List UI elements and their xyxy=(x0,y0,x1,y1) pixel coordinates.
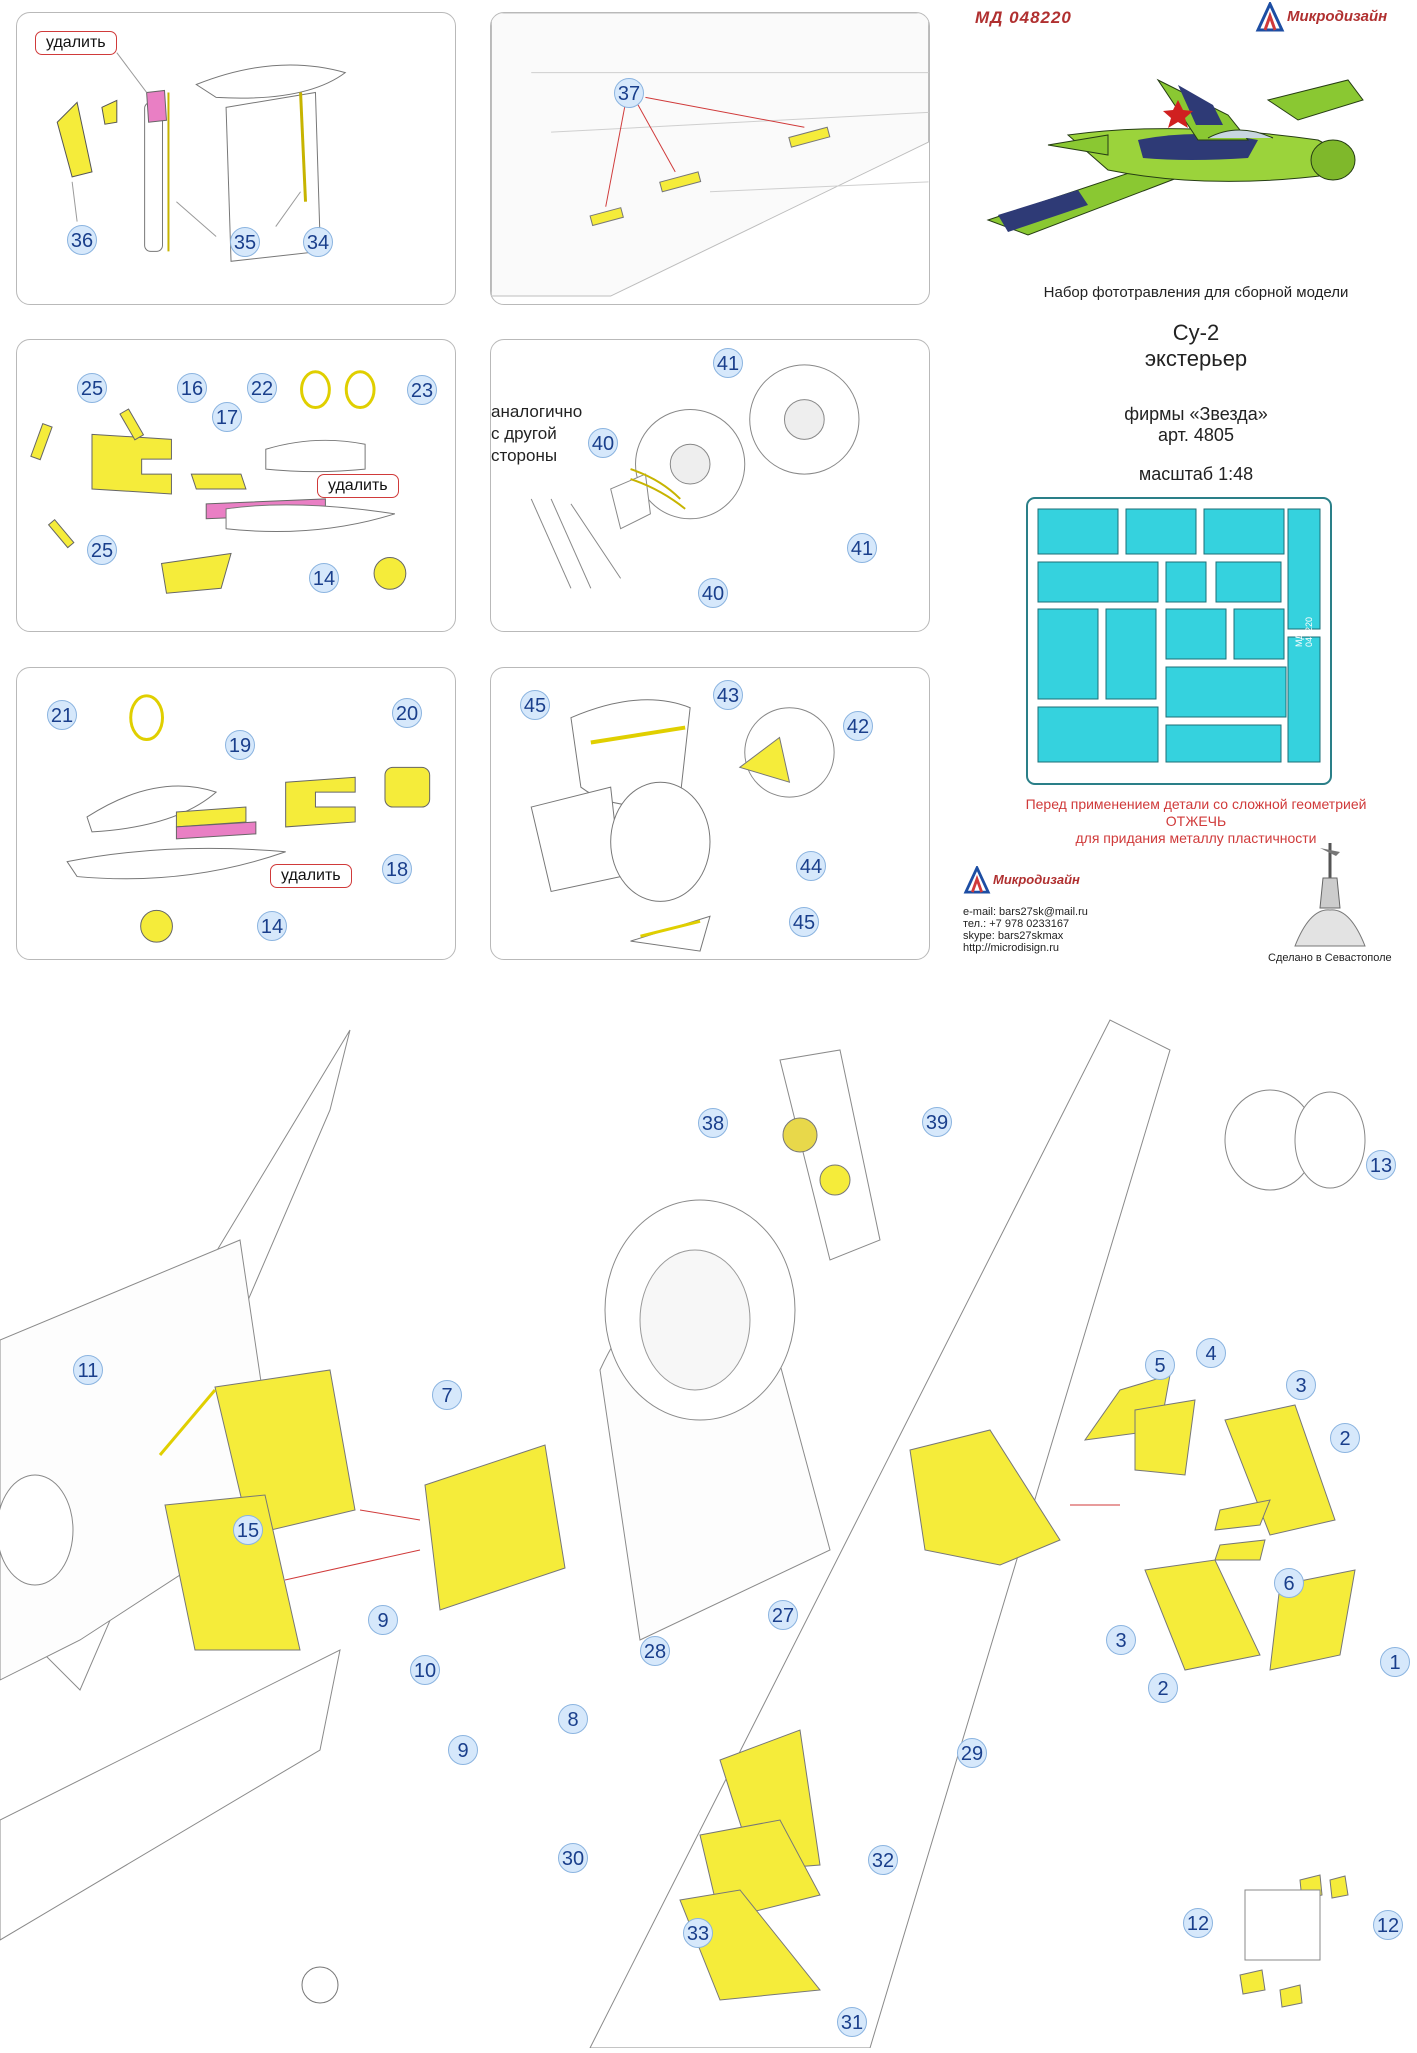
callout-38: 38 xyxy=(698,1108,728,1138)
callout-7: 7 xyxy=(432,1380,462,1410)
contacts-block: Микродизайн e-mail: bars27sk@mail.ru тел… xyxy=(963,866,1223,962)
kit-scale: масштаб 1:48 xyxy=(1138,464,1254,484)
note-line-3: стороны xyxy=(491,446,558,465)
contact-email[interactable]: e-mail: bars27sk@mail.ru xyxy=(963,906,1088,918)
made-in-text: Сделано в Севастополе xyxy=(1268,952,1392,964)
callout-20: 20 xyxy=(392,698,422,728)
panel-2-drawing xyxy=(491,13,929,297)
callout-28: 28 xyxy=(640,1636,670,1666)
panel-parts-34-36: удалить 36 35 34 xyxy=(16,12,456,305)
fret-drawing xyxy=(1026,497,1332,785)
callout-2-top: 2 xyxy=(1330,1423,1360,1453)
panel-1-drawing xyxy=(56,52,347,262)
callout-16: 16 xyxy=(177,373,207,403)
callout-39: 39 xyxy=(922,1107,952,1137)
callout-45-bottom: 45 xyxy=(789,907,819,937)
panel-parts-14-25: 25 16 17 22 23 25 14 удалить xyxy=(16,339,456,632)
callout-23: 23 xyxy=(407,375,437,405)
panel-parts-42-45: 45 43 42 44 45 xyxy=(490,667,930,960)
photoetch-fret: Су-2 экстерьер МД 048220 xyxy=(1026,497,1332,785)
callout-12-right: 12 xyxy=(1373,1910,1403,1940)
assembly-drawing: 11 15 7 9 10 9 8 38 39 13 5 4 3 2 6 3 2 … xyxy=(0,990,1417,2049)
callout-25-top: 25 xyxy=(77,373,107,403)
panel-6-drawing xyxy=(530,699,835,952)
intro-text: Набор фототравления для сборной модели xyxy=(1043,284,1349,301)
kit-code: МД 048220 xyxy=(975,8,1072,27)
callout-14: 14 xyxy=(309,563,339,593)
callout-9-bottom: 9 xyxy=(448,1735,478,1765)
callout-37: 37 xyxy=(614,78,644,108)
aircraft-illustration xyxy=(986,78,1364,236)
kit-maker: фирмы «Звезда» xyxy=(1124,404,1268,424)
callout-40-bottom: 40 xyxy=(698,578,728,608)
callout-42: 42 xyxy=(843,711,873,741)
callout-13: 13 xyxy=(1366,1150,1396,1180)
callout-45-top: 45 xyxy=(520,690,550,720)
callout-18: 18 xyxy=(382,854,412,884)
callout-6: 6 xyxy=(1274,1568,1304,1598)
note-line-1: аналогично xyxy=(491,402,583,421)
note-line-2: с другой xyxy=(491,424,557,443)
brand-logo: Микродизайн xyxy=(1255,2,1415,32)
model-name: Су-2 xyxy=(1172,320,1220,345)
callout-41-top: 41 xyxy=(713,348,743,378)
callout-21: 21 xyxy=(47,700,77,730)
panel-parts-14-21: 21 19 20 18 14 удалить xyxy=(16,667,456,960)
callout-33: 33 xyxy=(683,1918,713,1948)
contacts-logo-icon xyxy=(963,866,991,894)
callout-32: 32 xyxy=(868,1845,898,1875)
remove-tag: удалить xyxy=(35,31,117,55)
fret-code: МД 048220 xyxy=(1294,616,1314,647)
callout-9-top: 9 xyxy=(368,1605,398,1635)
callout-29: 29 xyxy=(957,1738,987,1768)
callout-30: 30 xyxy=(558,1843,588,1873)
panel-4-drawing xyxy=(530,364,860,589)
brand-logo-icon xyxy=(1255,2,1285,32)
callout-15: 15 xyxy=(233,1515,263,1545)
callout-3-bottom: 3 xyxy=(1106,1625,1136,1655)
contact-skype: skype: bars27skmax xyxy=(963,930,1064,942)
callout-5: 5 xyxy=(1145,1350,1175,1380)
callout-17: 17 xyxy=(212,402,242,432)
callout-44: 44 xyxy=(796,851,826,881)
callout-31: 31 xyxy=(837,2007,867,2037)
panel-3-drawing xyxy=(30,370,407,594)
brand-name: Микродизайн xyxy=(1287,8,1388,25)
callout-43: 43 xyxy=(713,680,743,710)
remove-tag: удалить xyxy=(317,474,399,498)
callout-19: 19 xyxy=(225,730,255,760)
callout-35: 35 xyxy=(230,227,260,257)
remove-tag: удалить xyxy=(270,864,352,888)
panel-part-37: 37 xyxy=(490,12,930,305)
callout-10: 10 xyxy=(410,1655,440,1685)
callout-25-bottom: 25 xyxy=(87,535,117,565)
model-variant: экстерьер xyxy=(1144,346,1248,371)
callout-40-top: 40 xyxy=(588,428,618,458)
warning-line-1: Перед применением детали со сложной геом… xyxy=(1025,796,1367,812)
callout-8: 8 xyxy=(558,1704,588,1734)
callout-11: 11 xyxy=(73,1355,103,1385)
contact-phone: тел.: +7 978 0233167 xyxy=(963,918,1070,930)
panel-5-drawing xyxy=(66,694,431,943)
monument-illustration xyxy=(1294,843,1366,947)
fret-caption: Су-2 экстерьер xyxy=(1126,767,1197,778)
kit-article: арт. 4805 xyxy=(1158,425,1234,445)
callout-22: 22 xyxy=(247,373,277,403)
callout-14: 14 xyxy=(257,911,287,941)
callout-3-top: 3 xyxy=(1286,1370,1316,1400)
assembly-linework xyxy=(0,1019,1366,2049)
contact-site[interactable]: http://microdisign.ru xyxy=(963,942,1059,954)
callout-2-bottom: 2 xyxy=(1148,1673,1178,1703)
callout-41-bottom: 41 xyxy=(847,533,877,563)
callout-36: 36 xyxy=(67,225,97,255)
contacts-brand: Микродизайн xyxy=(993,872,1080,887)
callout-27: 27 xyxy=(768,1600,798,1630)
callout-34: 34 xyxy=(303,227,333,257)
warning-line-2: ОТЖЕЧЬ xyxy=(1165,813,1227,829)
panel-parts-40-41: аналогично с другой стороны 41 40 40 41 xyxy=(490,339,930,632)
callout-4: 4 xyxy=(1196,1338,1226,1368)
callout-1: 1 xyxy=(1380,1647,1410,1677)
callout-12-left: 12 xyxy=(1183,1908,1213,1938)
warning-line-3: для придания металлу пластичности xyxy=(1075,830,1317,846)
